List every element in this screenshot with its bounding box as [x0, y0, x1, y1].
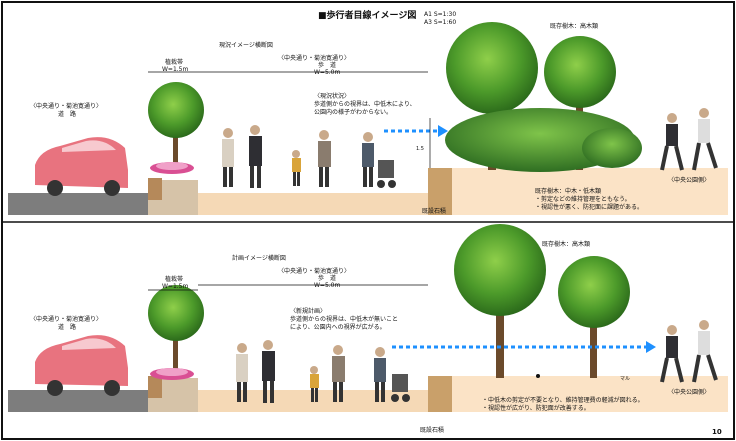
top-tall-tree-label: 既存樹木：高木類	[550, 22, 598, 30]
top-road-label-2: 道 路	[58, 110, 76, 118]
top-park-label: 〈中央公園側〉	[668, 176, 710, 184]
top-shrub-label-3: ・視認性が悪く、防犯面に課題がある。	[535, 203, 643, 211]
bottom-park-label: 〈中央公園側〉	[668, 388, 710, 396]
top-street-tree	[148, 82, 204, 174]
bottom-panel: 計画イメージ横断図 〈中央通り・菊池寛通り〉 歩 道 W=5.0m 植栽帯 W=…	[8, 224, 728, 434]
bottom-road-label-2: 道 路	[58, 323, 76, 331]
top-shrub-label-2: ・剪定などの維持管理をともなう。	[535, 195, 631, 203]
bottom-dim-label: マル	[620, 376, 630, 382]
top-note-line-2: 公園内の様子がわからない。	[314, 108, 392, 116]
top-pedestrians	[222, 125, 396, 188]
bottom-section-title: 計画イメージ横断図	[232, 254, 286, 262]
bottom-street-tree	[148, 285, 204, 380]
page-number: 10	[712, 428, 722, 436]
top-walk-label-2: 歩 道	[318, 61, 336, 69]
bottom-walk-label-2: 歩 道	[318, 274, 336, 282]
top-sightline-arrowhead	[438, 125, 448, 137]
bottom-park-trees	[454, 224, 630, 378]
bottom-tall-tree-label: 既存樹木：高木類	[542, 240, 590, 248]
bottom-effect-line-1: ・中低木の剪定が不要となり、維持管理費の軽減が図れる。	[482, 396, 644, 404]
top-panel: 現況イメージ横断図 〈中央通り・菊池寛通り〉 歩 道 W=5.0m 植栽帯 W=…	[8, 22, 728, 215]
top-park-ground	[452, 168, 728, 215]
bottom-car	[35, 335, 128, 396]
top-curb	[148, 178, 162, 200]
bottom-effect-marker	[536, 374, 540, 378]
bottom-note-line-2: により、公園内への視界が広がる。	[290, 323, 386, 331]
top-plant-label-2: W=1.5m	[162, 66, 189, 73]
top-sidewalk	[198, 193, 428, 215]
bottom-curb	[148, 376, 162, 398]
top-park-trees	[445, 22, 642, 172]
top-note-title: 〈現況状況〉	[314, 92, 350, 100]
page-title: ■歩行者目線イメージ図	[318, 9, 416, 21]
scale-a3: A3 S=1:60	[424, 19, 456, 26]
bottom-sightline-arrowhead	[646, 341, 656, 353]
bottom-road-asphalt	[8, 390, 148, 412]
scale-a1: A1 S=1:30	[424, 11, 456, 18]
bottom-plant-label-1: 植栽帯	[165, 275, 183, 283]
bottom-effect-line-2: ・視認性が広がり、防犯面が改善する。	[482, 404, 590, 412]
bottom-plant-label-2: W=1.5m	[162, 283, 189, 290]
bottom-wall-label: 既設石積	[420, 426, 444, 434]
top-walk-label-3: W=5.0m	[314, 69, 341, 76]
bottom-note-title: 〈新規計画〉	[290, 307, 326, 315]
top-road-label-1: 〈中央通り・菊池寛通り〉	[30, 102, 102, 110]
top-car	[35, 137, 128, 196]
top-stone-wall	[428, 168, 452, 215]
top-note-line-1: 歩道側からの視界は、中低木により、	[314, 100, 416, 108]
bottom-joggers	[660, 320, 718, 383]
bottom-walk-label-1: 〈中央通り・菊池寛通り〉	[278, 267, 350, 275]
top-walk-label-1: 〈中央通り・菊池寛通り〉	[278, 54, 350, 62]
bottom-note-line-1: 歩道側からの視界は、中低木が無いこと	[290, 315, 398, 323]
bottom-pedestrians	[236, 340, 410, 403]
top-joggers	[660, 108, 718, 171]
top-shrub-label-1: 既存樹木：中木・低木類	[535, 187, 601, 195]
top-road-asphalt	[8, 193, 148, 215]
top-section-title: 現況イメージ横断図	[219, 41, 273, 49]
top-wall-label: 既設石積	[422, 207, 446, 215]
top-dim-label: 1.5	[416, 146, 424, 152]
bottom-road-label-1: 〈中央通り・菊池寛通り〉	[30, 315, 102, 323]
bottom-stone-wall	[428, 376, 452, 412]
bottom-walk-label-3: W=5.0m	[314, 282, 341, 289]
top-plant-label-1: 植栽帯	[165, 58, 183, 66]
